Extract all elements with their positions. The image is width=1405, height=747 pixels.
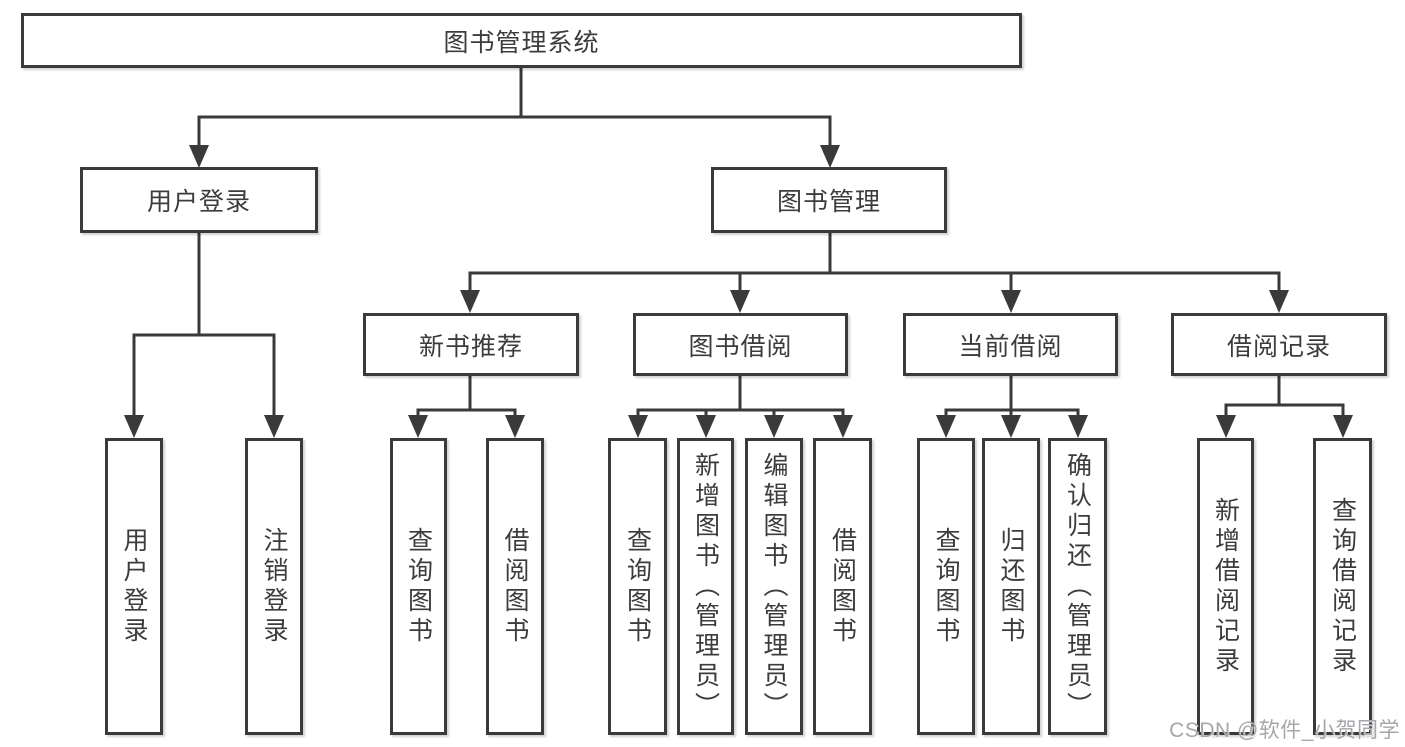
node-current-borrow-label: 当前借阅 (958, 332, 1063, 361)
leaf-bb-add-book-label: 新增图书（管理员） (691, 451, 720, 722)
connector-user-login (132, 233, 276, 420)
csdn-watermark: CSDN @软件_小贺同学 (1169, 719, 1400, 742)
arrowhead-icon (1001, 415, 1021, 438)
connector-book-borrow (636, 376, 845, 420)
node-new-book-rec-label: 新书推荐 (418, 332, 523, 361)
node-user-login-label: 用户登录 (146, 188, 251, 216)
node-new-book-rec: 新书推荐 (363, 313, 579, 376)
arrowhead-icon (833, 415, 853, 438)
leaf-nbr-borrow-book: 借阅图书 (486, 438, 544, 735)
leaf-bb-edit-book-label: 编辑图书（管理员） (760, 451, 788, 722)
arrowhead-icon (408, 415, 428, 438)
arrowhead-icon (1333, 415, 1353, 438)
leaf-user-login: 用户登录 (105, 438, 163, 735)
arrowhead-icon (1068, 415, 1088, 438)
connector-borrow-records (1224, 376, 1345, 420)
leaf-cb-query-book: 查询图书 (917, 438, 975, 735)
node-current-borrow: 当前借阅 (903, 313, 1118, 376)
arrowhead-icon (1216, 415, 1236, 438)
node-borrow-records: 借阅记录 (1171, 313, 1387, 376)
connector-current-borrow (944, 376, 1080, 420)
node-root-label: 图书管理系统 (443, 28, 600, 57)
node-book-borrow-label: 图书借阅 (688, 332, 793, 361)
arrowhead-icon (764, 415, 784, 438)
leaf-bb-edit-book: 编辑图书（管理员） (745, 438, 803, 735)
leaf-cb-return-book-label: 归还图书 (997, 526, 1025, 647)
leaf-br-query-record: 查询借阅记录 (1313, 438, 1372, 735)
leaf-cb-confirm-return-label: 确认归还（管理员） (1063, 451, 1092, 722)
arrowhead-icon (820, 145, 840, 168)
arrowheads (124, 145, 1353, 438)
node-user-login: 用户登录 (80, 167, 318, 233)
leaf-bb-borrow-book-label: 借阅图书 (828, 526, 857, 647)
arrowhead-icon (1001, 290, 1021, 313)
leaf-br-add-record-label: 新增借阅记录 (1211, 496, 1240, 677)
node-book-mgmt-label: 图书管理 (776, 188, 881, 216)
leaf-logout-label: 注销登录 (260, 526, 288, 647)
connector-new-book-rec (416, 376, 517, 420)
node-book-mgmt: 图书管理 (711, 167, 947, 233)
arrowhead-icon (696, 415, 716, 438)
connector-root (197, 68, 832, 150)
leaf-bb-borrow-book: 借阅图书 (813, 438, 872, 735)
leaf-nbr-query-book: 查询图书 (390, 438, 447, 735)
leaf-cb-confirm-return: 确认归还（管理员） (1048, 438, 1107, 735)
arrowhead-icon (1269, 290, 1289, 313)
leaf-cb-return-book: 归还图书 (982, 438, 1040, 735)
arrowhead-icon (936, 415, 956, 438)
arrowhead-icon (505, 415, 525, 438)
node-borrow-records-label: 借阅记录 (1226, 332, 1331, 361)
node-root: 图书管理系统 (21, 13, 1022, 68)
arrowhead-icon (460, 290, 480, 313)
leaf-user-login-label: 用户登录 (120, 526, 148, 647)
leaf-nbr-query-book-label: 查询图书 (404, 526, 433, 647)
node-book-borrow: 图书借阅 (633, 313, 848, 376)
arrowhead-icon (628, 415, 648, 438)
leaf-cb-query-book-label: 查询图书 (932, 526, 960, 647)
arrowhead-icon (189, 145, 209, 168)
leaf-bb-add-book: 新增图书（管理员） (677, 438, 734, 735)
leaf-logout: 注销登录 (245, 438, 303, 735)
leaf-bb-query-book-label: 查询图书 (623, 526, 652, 647)
leaf-br-add-record: 新增借阅记录 (1197, 438, 1254, 735)
arrowhead-icon (124, 415, 144, 438)
arrowhead-icon (264, 415, 284, 438)
arrowhead-icon (730, 290, 750, 313)
leaf-nbr-borrow-book-label: 借阅图书 (501, 526, 529, 647)
leaf-br-query-record-label: 查询借阅记录 (1328, 496, 1357, 677)
leaf-bb-query-book: 查询图书 (608, 438, 667, 735)
connector-book-mgmt (468, 233, 1281, 295)
